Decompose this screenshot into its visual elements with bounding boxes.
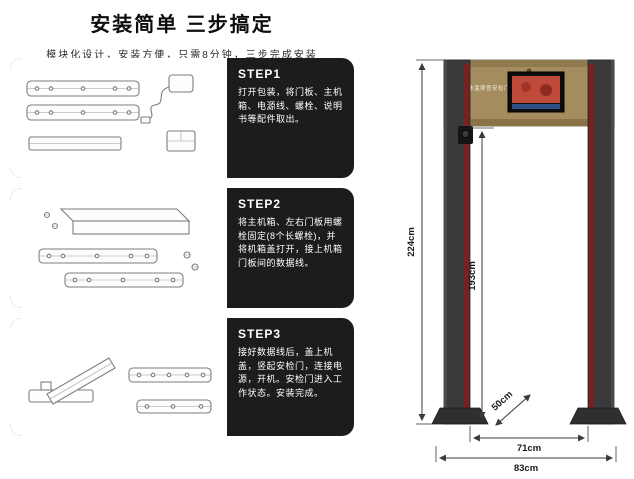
step1-description: 打开包装，将门板、主机箱、电源线、螺栓、说明书等配件取出。 bbox=[238, 87, 343, 124]
dimension-inner-width: 71cm bbox=[469, 426, 589, 454]
gate-right-post bbox=[587, 59, 615, 425]
door-panels-bolting-drawing bbox=[37, 248, 199, 288]
page-title: 安装简单 三步搞定 bbox=[90, 14, 274, 36]
header: 安装简单 三步搞定 模块化设计，安装方便，只需8分钟，三步完成安装 bbox=[0, 8, 364, 61]
l-shaped-assembly-drawing bbox=[27, 357, 116, 405]
main-unit-box-drawing bbox=[27, 136, 122, 151]
step1-text-panel: STEP1 打开包装，将门板、主机箱、电源线、螺栓、说明书等配件取出。 bbox=[227, 58, 354, 178]
right-foot bbox=[569, 407, 627, 425]
left-foot bbox=[431, 407, 489, 425]
dimension-total-height: 224cm bbox=[406, 59, 444, 425]
step1-parts-drawing bbox=[25, 74, 196, 152]
crossbar-label-text: 热成像体温筛查安检门 bbox=[450, 84, 510, 92]
inner-width-label: 71cm bbox=[517, 443, 541, 454]
dimension-outer-width: 83cm bbox=[435, 446, 617, 474]
gate-crossbar: 热成像体温筛查安检门 bbox=[443, 59, 615, 127]
left-red-strip bbox=[464, 64, 469, 420]
thermal-display-screen bbox=[507, 71, 565, 113]
total-height-label: 224cm bbox=[406, 227, 417, 257]
step1-label: STEP1 bbox=[238, 67, 282, 81]
step2-text-panel: STEP2 将主机箱、左右门板用螺栓固定(8个长螺栓)，并将机箱盖打开，接上机箱… bbox=[227, 188, 354, 308]
gate-dimension-diagram: 热成像体温筛查安检门 bbox=[406, 59, 627, 474]
inner-height-label: 193cm bbox=[467, 261, 478, 291]
right-red-strip bbox=[589, 64, 594, 420]
dimension-depth: 50cm bbox=[490, 389, 531, 426]
step3-finished-drawing bbox=[27, 357, 212, 414]
security-gate-figure: 热成像体温筛查安检门 bbox=[358, 24, 632, 476]
step2-description: 将主机箱、左右门板用螺栓固定(8个长螺栓)，并将机箱盖打开，接上机箱门板间的数据… bbox=[238, 217, 343, 268]
power-adapter-drawing bbox=[139, 74, 194, 124]
step2-card: STEP2 将主机箱、左右门板用螺栓固定(8个长螺栓)，并将机箱盖打开，接上机箱… bbox=[10, 188, 354, 308]
step3-description: 接好数据线后，盖上机盖，竖起安检门，连接电源，开机。安检门进入工作状态。安装完成… bbox=[238, 347, 343, 398]
door-panel-with-holes-drawing bbox=[127, 367, 212, 414]
accessory-box-drawing bbox=[165, 130, 196, 152]
step1-card: STEP1 打开包装，将门板、主机箱、电源线、螺栓、说明书等配件取出。 bbox=[10, 58, 354, 178]
dimension-inner-height: 193cm bbox=[467, 127, 494, 420]
step1-illustration bbox=[10, 58, 227, 178]
camera-module bbox=[458, 126, 473, 144]
outer-width-label: 83cm bbox=[514, 463, 538, 474]
step2-illustration bbox=[10, 188, 227, 308]
step2-assembly-drawing bbox=[37, 208, 199, 288]
step3-illustration bbox=[10, 318, 227, 436]
step3-card: STEP3 接好数据线后，盖上机盖，竖起安检门，连接电源，开机。安检门进入工作状… bbox=[10, 318, 354, 436]
main-box-perspective-drawing bbox=[43, 208, 190, 235]
depth-label: 50cm bbox=[490, 389, 515, 413]
door-panel-drawing bbox=[25, 80, 140, 121]
step2-label: STEP2 bbox=[238, 197, 282, 211]
gate-left-post bbox=[443, 59, 471, 425]
page-subtitle: 模块化设计，安装方便，只需8分钟，三步完成安装 bbox=[46, 50, 318, 61]
step3-text-panel: STEP3 接好数据线后，盖上机盖，竖起安检门，连接电源，开机。安检门进入工作状… bbox=[227, 318, 354, 436]
step3-label: STEP3 bbox=[238, 327, 282, 341]
